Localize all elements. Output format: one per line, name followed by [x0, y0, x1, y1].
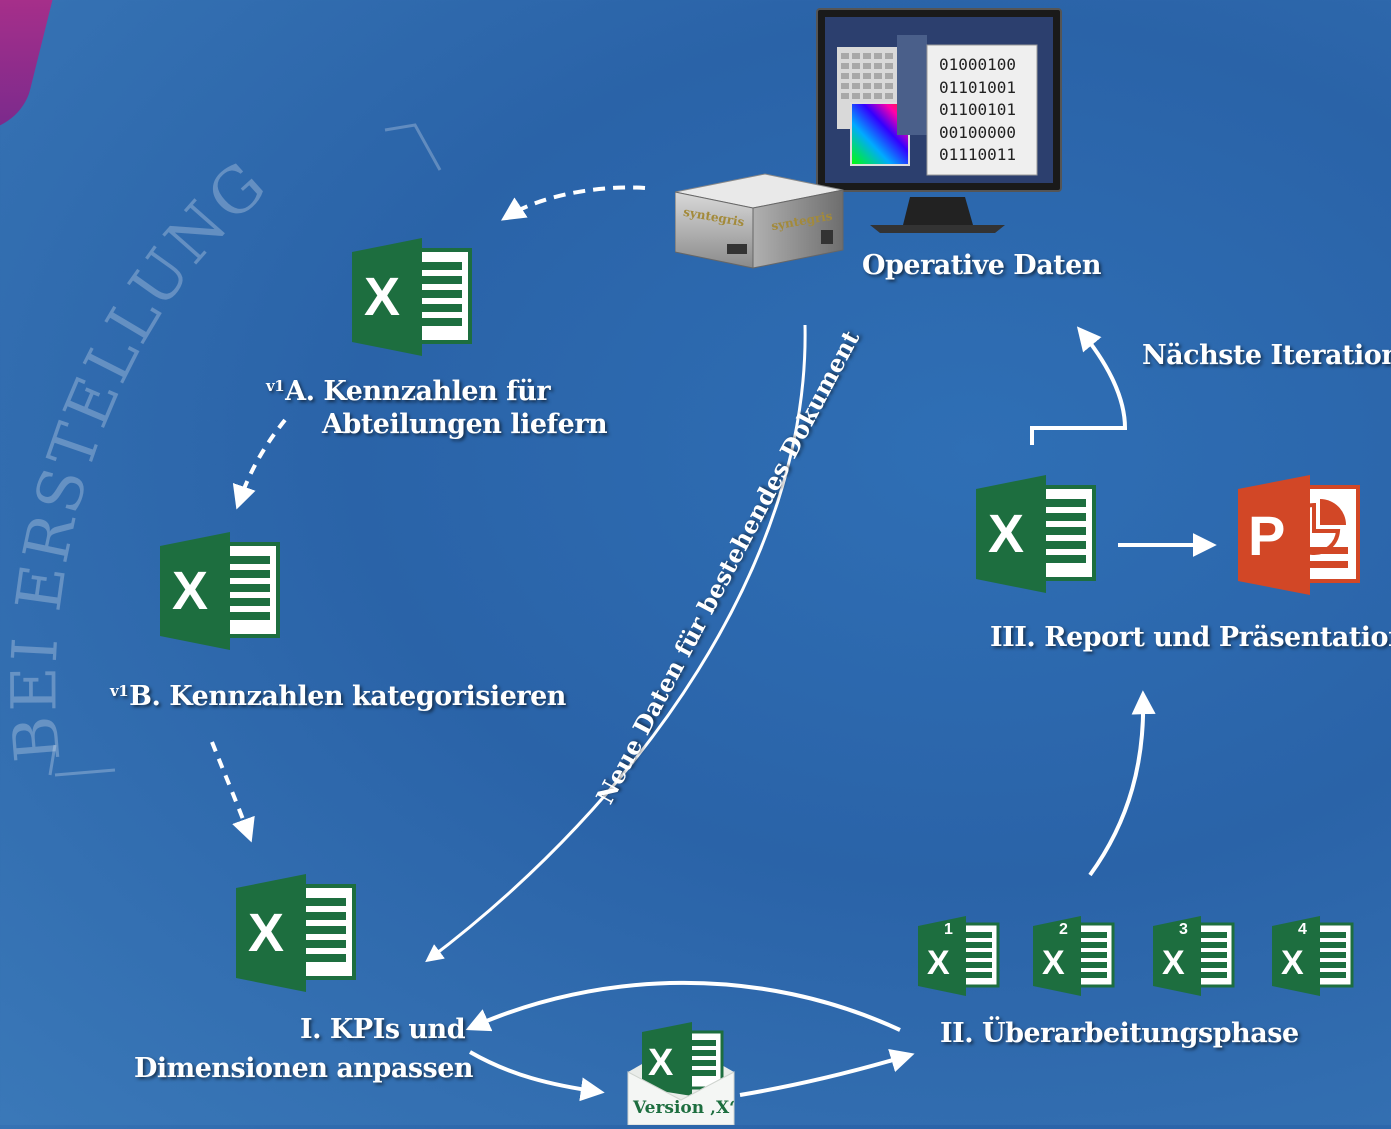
step-1a-superscript: v1 — [266, 377, 285, 395]
binary-readout: 01000100 01101001 01100101 00100000 0111… — [939, 54, 1016, 167]
excel-letter: X — [1042, 944, 1065, 982]
arrow-new-data — [425, 324, 807, 963]
excel-letter: X — [648, 1042, 674, 1084]
step-ii-label: II. Überarbeitungsphase — [940, 1018, 1299, 1049]
excel-icon-1a: X — [352, 238, 474, 360]
step-1b-text: B. Kennzahlen kategorisieren — [129, 681, 566, 712]
excel-letter: X — [1281, 944, 1304, 982]
excel-letter: X — [364, 267, 401, 327]
step-iii-label: III. Report und Präsentation — [990, 622, 1391, 653]
powerpoint-graphic — [1238, 475, 1360, 595]
step-1b-superscript: v1 — [110, 682, 129, 700]
excel-letter: X — [248, 903, 285, 963]
excel-icon-iii: X — [976, 475, 1098, 597]
binary-line: 01110011 — [939, 145, 1017, 164]
step-i-label-line2: Dimensionen anpassen — [134, 1053, 474, 1084]
revision-number: 4 — [1298, 921, 1307, 938]
revision-number: 3 — [1179, 921, 1188, 938]
arrow-next-iteration — [1030, 326, 1128, 445]
step-1b-label: v1B. Kennzahlen kategorisieren — [110, 671, 566, 717]
excel-revision-3-icon: X 3 — [1153, 916, 1235, 1000]
step-1a-text: A. Kennzahlen für — [285, 376, 551, 407]
arrow-ii-to-iii — [1088, 690, 1156, 877]
excel-revision-1-icon: X 1 — [918, 916, 1000, 1000]
excel-icon-1b: X — [160, 532, 282, 654]
excel-icon-small — [1153, 916, 1235, 996]
powerpoint-letter: P — [1248, 504, 1286, 567]
arrow-version-to-ii — [739, 1049, 915, 1097]
excel-icon-small — [1272, 916, 1354, 996]
binary-line: 00100000 — [939, 122, 1017, 142]
revision-number: 2 — [1059, 921, 1068, 938]
excel-letter: X — [172, 561, 209, 621]
monitor-graphic — [816, 8, 1062, 233]
arrow-i-to-version — [469, 1050, 605, 1102]
excel-letter: X — [988, 504, 1025, 564]
powerpoint-icon: P — [1238, 475, 1362, 599]
arrow-server-to-1a — [500, 185, 646, 221]
excel-letter: X — [1162, 944, 1185, 982]
next-iteration-label: Nächste Iteration — [1142, 340, 1391, 371]
binary-line: 01000100 — [939, 55, 1017, 74]
excel-letter: X — [927, 944, 950, 982]
version-label: Version ‚X‘ — [633, 1098, 736, 1118]
arrow-1a-to-1b — [232, 418, 287, 510]
excel-icon-small — [918, 916, 1000, 996]
step-1a-label-line2: Abteilungen liefern — [322, 409, 608, 440]
step-i-label-line1: I. KPIs und — [300, 1014, 466, 1045]
step-1a-label-line1: v1A. Kennzahlen für — [266, 366, 551, 412]
monitor: 01000100 01101001 01100101 00100000 0111… — [815, 7, 1063, 235]
excel-icon — [976, 475, 1096, 593]
binary-line: 01100101 — [939, 100, 1017, 119]
excel-icon-i: X — [236, 874, 358, 996]
excel-revision-2-icon: X 2 — [1033, 916, 1115, 1000]
excel-icon — [352, 238, 472, 356]
revision-number: 1 — [944, 921, 953, 938]
excel-icon — [236, 874, 356, 992]
excel-icon-small — [1033, 916, 1115, 996]
excel-revision-4-icon: X 4 — [1272, 916, 1354, 1000]
arrow-ii-to-i — [465, 980, 901, 1032]
binary-line: 01101001 — [939, 77, 1017, 97]
server: syntegris syntegris — [674, 172, 845, 270]
version-envelope-icon: X Version ‚X‘ — [626, 1022, 736, 1126]
arrow-1b-to-i — [210, 741, 255, 843]
server-graphic — [674, 173, 844, 269]
excel-icon — [160, 532, 280, 650]
envelope-graphic — [627, 1022, 735, 1126]
operative-data-label: Operative Daten — [862, 250, 1101, 281]
